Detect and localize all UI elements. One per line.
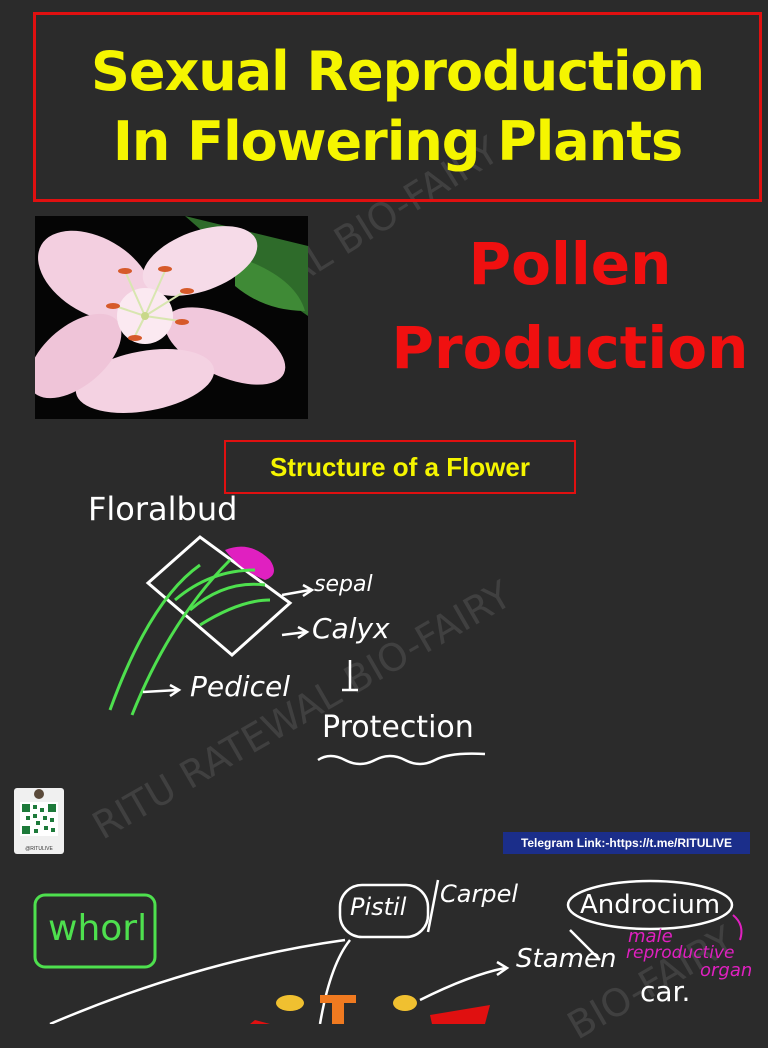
label-male-line3: organ [700,960,753,981]
androecium-bubble [566,879,734,931]
label-whorl: whorl [48,908,148,949]
flower-photo [35,216,308,419]
section-heading: Structure of a Flower [224,440,576,494]
label-male-line2: reproductive [626,943,735,963]
label-sepal: sepal [314,572,373,597]
label-androecium: Androcium [580,890,721,920]
label-carpel: Carpel [440,880,518,908]
floral-bud-outline [145,535,293,657]
label-pedicel: Pedicel [190,670,291,703]
sketch-diagram [33,535,743,1024]
label-pistil: Pistil [350,893,407,921]
label-protection: Protection [322,710,474,745]
label-stamen: Stamen [516,944,617,974]
title-line-1: Sexual Reproduction [90,40,705,103]
label-floral-bud: Floralbud [88,490,238,528]
pistil-bubble [338,883,430,939]
qr-code[interactable]: @RITULIVE [14,788,64,854]
title-line-2: In Flowering Plants [112,110,683,173]
bud-sepals [108,558,271,716]
label-calyx: Calyx [312,612,390,645]
qr-code-icon [20,789,58,836]
qr-label: @RITULIVE [25,846,53,852]
label-car: car. [640,975,691,1008]
whorl-box [33,893,157,969]
telegram-link[interactable]: Telegram Link:-https://t.me/RITULIVE [503,832,750,854]
subtitle-line-2: Production [391,314,749,382]
title-box: Sexual Reproduction In Flowering Plants [33,12,762,202]
subtitle-line-1: Pollen [468,230,672,298]
label-male-line1: male [628,926,673,947]
subtitle-pollen-production: Pollen Production [380,222,760,390]
bud-petal [225,546,274,580]
